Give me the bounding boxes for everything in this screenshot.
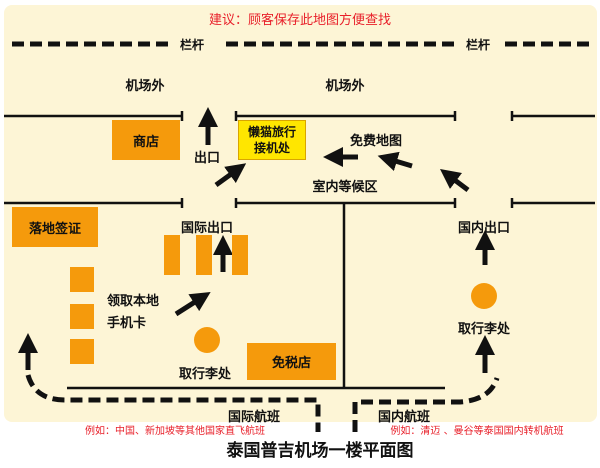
lazycat-line2: 接机处	[253, 141, 290, 155]
sim-label: 手机卡	[107, 316, 147, 331]
intl-note: 例如：中国、新加坡等其他国家直飞航班	[85, 426, 265, 437]
duty-free-shop: 免税店	[247, 343, 336, 380]
walls	[4, 111, 595, 390]
sim-counter	[70, 304, 94, 329]
intl-flight-label: 国际航班	[227, 410, 281, 425]
baggage-label: 取行李处	[457, 322, 511, 337]
counter	[232, 235, 248, 275]
dom-note: 例如：清迈 、曼谷等泰国国内转机航班	[390, 426, 564, 437]
lazycat-pickup: 懒猫旅行接机处	[238, 120, 306, 160]
save-tip: 建议：顾客保存此地图方便查找	[208, 13, 392, 28]
dom-flight-label: 国内航班	[377, 410, 431, 425]
outside-label: 机场外	[325, 79, 365, 94]
free-map-label: 免费地图	[349, 134, 403, 149]
baggage-claim-marker	[194, 327, 220, 353]
walk-path	[25, 374, 500, 432]
counter	[196, 235, 212, 275]
intl-exit-label: 国际出口	[180, 221, 234, 236]
baggage-label: 取行李处	[178, 367, 232, 382]
barrier-label: 栏杆	[179, 38, 205, 52]
barrier-label: 栏杆	[465, 38, 491, 52]
outside-label: 机场外	[125, 79, 165, 94]
map-title: 泰国普吉机场一楼平面图	[226, 441, 414, 461]
dom-exit-label: 国内出口	[457, 221, 511, 236]
waiting-area-label: 室内等候区	[312, 180, 378, 195]
sim-label: 领取本地	[107, 294, 160, 309]
lazycat-line1: 懒猫旅行	[247, 125, 296, 139]
exit-label: 出口	[193, 151, 221, 166]
direction-arrows	[18, 107, 495, 373]
counter	[164, 235, 180, 275]
baggage-claim-marker	[471, 283, 497, 309]
sim-counter	[70, 267, 94, 292]
sim-counter	[70, 339, 94, 364]
shop: 商店	[112, 120, 180, 160]
visa-on-arrival: 落地签证	[12, 207, 98, 247]
